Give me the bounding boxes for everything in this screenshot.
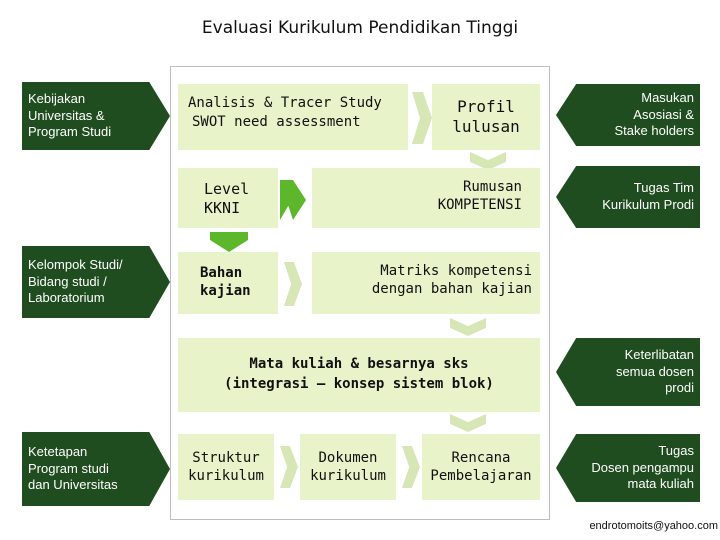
- box-bahan-kajian: Bahan kajian: [178, 252, 278, 314]
- box-profil: Profil lulusan: [432, 84, 540, 150]
- page-title: Evaluasi Kurikulum Pendidikan Tinggi: [201, 18, 519, 38]
- chevron-right-icon: [284, 262, 302, 306]
- left-arrow-kebijakan: Kebijakan Universitas & Program Studi: [22, 82, 170, 150]
- rumusan-line1: Rumusan: [462, 179, 522, 195]
- box-analisis: Analisis & Tracer Study SWOT need assess…: [178, 84, 408, 150]
- left-arrow-ketetapan: Ketetapan Program studi dan Universitas: [22, 432, 170, 506]
- analisis-line2: SWOT need assessment: [192, 113, 361, 130]
- right-arrow-masukan: Masukan Asosiasi & Stake holders: [556, 84, 700, 146]
- matakuliah-line1: Mata kuliah & besarnya sks: [249, 356, 469, 373]
- box-rumusan: Rumusan KOMPETENSI: [312, 168, 540, 228]
- matakuliah-line2: (integrasi – konsep sistem blok): [224, 376, 494, 392]
- box-dokumen: Dokumen kurikulum: [300, 434, 396, 500]
- box-level-kknI: Level KKNI: [178, 168, 278, 228]
- chevron-right-icon: [412, 92, 432, 144]
- left-arrow-kelompok: Kelompok Studi/ Bidang studi / Laborator…: [22, 246, 170, 318]
- rumusan-line2: KOMPETENSI: [437, 197, 522, 214]
- chevron-right-icon: [402, 446, 420, 488]
- author-email: endrotomoits@yahoo.com: [589, 520, 718, 532]
- chevron-down-icon: [470, 152, 506, 170]
- box-rencana: Rencana Pembelajaran: [422, 434, 540, 500]
- box-struktur: Struktur kurikulum: [178, 434, 274, 500]
- box-matriks: Matriks kompetensi dengan bahan kajian: [312, 252, 540, 314]
- analisis-line1: Analisis & Tracer Study: [188, 95, 382, 111]
- right-arrow-tugas-dosen: Tugas Dosen pengampu mata kuliah: [556, 434, 700, 502]
- chevron-right-icon: [280, 446, 298, 488]
- right-arrow-keterlibatan: Keterlibatan semua dosen prodi: [556, 338, 700, 406]
- chevron-down-icon: [450, 414, 486, 432]
- chevron-down-icon: [450, 318, 486, 336]
- right-arrow-tugas-tim: Tugas Tim Kurikulum Prodi: [556, 166, 700, 228]
- box-mata-kuliah: Mata kuliah & besarnya sks (integrasi – …: [178, 338, 540, 412]
